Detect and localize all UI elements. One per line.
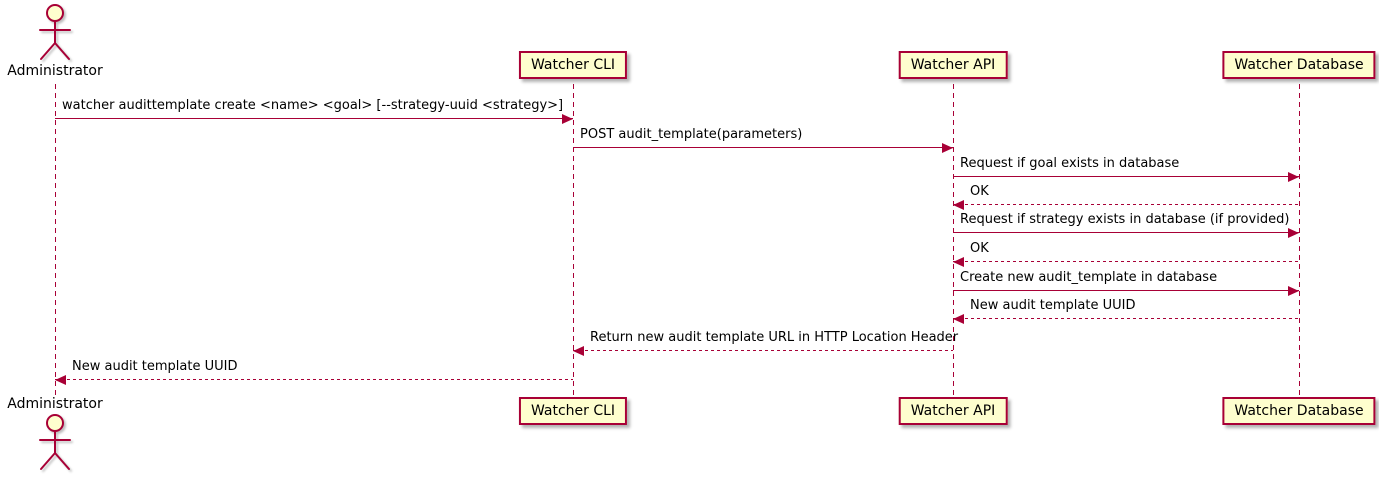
message-arrowhead-left-icon bbox=[953, 314, 964, 324]
participant-box-bottom-watcher-api: Watcher API bbox=[898, 397, 1008, 425]
participant-label: Watcher Database bbox=[1234, 403, 1364, 419]
message-arrowhead-left-icon bbox=[55, 375, 66, 385]
message-line bbox=[953, 176, 1299, 178]
actor-label-bottom: Administrator bbox=[7, 396, 103, 412]
stick-figure-icon bbox=[39, 4, 71, 60]
lifeline-administrator bbox=[54, 84, 56, 397]
participant-box-top-watcher-database: Watcher Database bbox=[1222, 51, 1376, 79]
message-label: Return new audit template URL in HTTP Lo… bbox=[590, 330, 959, 345]
message-arrowhead-right-icon bbox=[562, 114, 573, 124]
message-line bbox=[55, 118, 573, 120]
participant-box-bottom-watcher-database: Watcher Database bbox=[1222, 397, 1376, 425]
participant-label: Watcher API bbox=[910, 57, 996, 73]
message-label: Request if strategy exists in database (… bbox=[960, 212, 1290, 227]
actor-label-top: Administrator bbox=[7, 63, 103, 79]
lifeline-watcher-database bbox=[1298, 84, 1300, 397]
message-label: POST audit_template(parameters) bbox=[580, 127, 803, 142]
lifeline-watcher-api bbox=[952, 84, 954, 397]
message-arrowhead-right-icon bbox=[1288, 172, 1299, 182]
message-line bbox=[55, 379, 573, 380]
message-line bbox=[953, 232, 1299, 234]
participant-box-top-watcher-cli: Watcher CLI bbox=[518, 51, 628, 79]
message-arrowhead-right-icon bbox=[942, 143, 953, 153]
message-label: Request if goal exists in database bbox=[960, 156, 1180, 171]
participant-label: Watcher API bbox=[910, 403, 996, 419]
lifeline-watcher-cli bbox=[572, 84, 574, 397]
message-label: OK bbox=[970, 241, 989, 256]
message-arrowhead-left-icon bbox=[573, 346, 584, 356]
message-line bbox=[953, 318, 1299, 319]
message-label: Create new audit_template in database bbox=[960, 270, 1218, 285]
actor-figure-top bbox=[25, 3, 85, 61]
message-label: New audit template UUID bbox=[970, 298, 1136, 313]
participant-box-top-watcher-api: Watcher API bbox=[898, 51, 1008, 79]
participant-label: Watcher CLI bbox=[530, 403, 616, 419]
participant-label: Watcher CLI bbox=[530, 57, 616, 73]
participant-label: Watcher Database bbox=[1234, 57, 1364, 73]
message-arrowhead-left-icon bbox=[953, 257, 964, 267]
message-line bbox=[953, 290, 1299, 292]
actor-figure-bottom bbox=[25, 413, 85, 471]
message-label: New audit template UUID bbox=[72, 359, 238, 374]
message-arrowhead-left-icon bbox=[953, 200, 964, 210]
message-line bbox=[953, 204, 1299, 205]
participant-box-bottom-watcher-cli: Watcher CLI bbox=[518, 397, 628, 425]
message-label: watcher audittemplate create <name> <goa… bbox=[62, 98, 564, 113]
message-arrowhead-right-icon bbox=[1288, 286, 1299, 296]
message-line bbox=[953, 261, 1299, 262]
message-arrowhead-right-icon bbox=[1288, 228, 1299, 238]
message-line bbox=[573, 350, 953, 351]
stick-figure-icon bbox=[39, 414, 71, 470]
message-line bbox=[573, 147, 953, 149]
message-label: OK bbox=[970, 184, 989, 199]
